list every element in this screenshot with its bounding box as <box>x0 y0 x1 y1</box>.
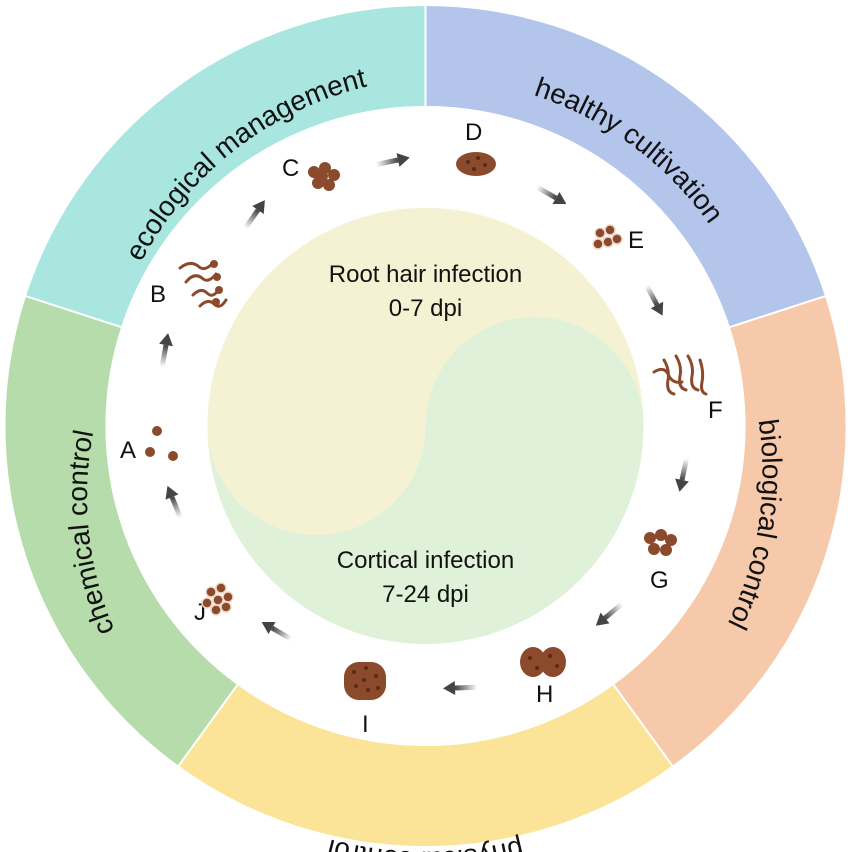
arrow-i-to-j <box>261 621 293 642</box>
stage-e-secondary-zoospores <box>592 224 623 250</box>
stage-label-e: E <box>628 227 644 254</box>
stage-j-released-spores <box>201 582 234 616</box>
cortical-infection-title: Cortical infection <box>337 547 514 574</box>
infection-phase-center <box>207 208 644 644</box>
arrow-b-to-c <box>243 200 265 230</box>
stage-label-c: C <box>282 155 299 182</box>
stage-g-plasmodium-cluster <box>644 529 677 556</box>
stage-i-gall-cell <box>344 662 386 700</box>
root-hair-infection-region <box>207 208 644 535</box>
arrow-e-to-f <box>644 284 664 316</box>
stage-label-d: D <box>465 119 482 146</box>
stage-label-a: A <box>120 437 136 464</box>
segment-physical-control <box>178 684 673 847</box>
stage-f-infected-root-hairs <box>652 354 708 396</box>
cycle-arrows <box>159 153 690 695</box>
stage-d-sporangium <box>456 152 496 176</box>
stage-label-f: F <box>708 397 723 424</box>
stage-label-b: B <box>150 281 166 308</box>
arrow-h-to-i <box>443 681 478 695</box>
segment-biological-control <box>613 296 846 766</box>
arrow-j-to-a <box>165 485 183 519</box>
stage-c-sporangial-cluster <box>308 162 340 191</box>
segment-ecological-management <box>26 5 426 328</box>
stage-label-h: H <box>536 681 553 708</box>
arrow-c-to-d <box>375 153 410 168</box>
arrow-g-to-h <box>595 601 624 626</box>
root-hair-infection-period: 0-7 dpi <box>389 295 462 322</box>
stage-a-resting-spores <box>145 426 178 461</box>
cortical-infection-period: 7-24 dpi <box>382 581 469 608</box>
arrow-d-to-e <box>535 184 567 205</box>
stage-b-zoospores <box>178 260 228 308</box>
stage-h-dividing-plasmodium <box>520 647 566 677</box>
root-hair-infection-title: Root hair infection <box>329 261 522 288</box>
segment-chemical-control <box>5 296 238 766</box>
segment-healthy-cultivation <box>425 5 825 328</box>
outer-ring <box>5 5 846 847</box>
arrow-f-to-g <box>675 457 690 492</box>
stage-label-g: G <box>650 567 669 594</box>
stage-label-i: I <box>362 711 369 738</box>
arrow-a-to-b <box>159 333 173 368</box>
